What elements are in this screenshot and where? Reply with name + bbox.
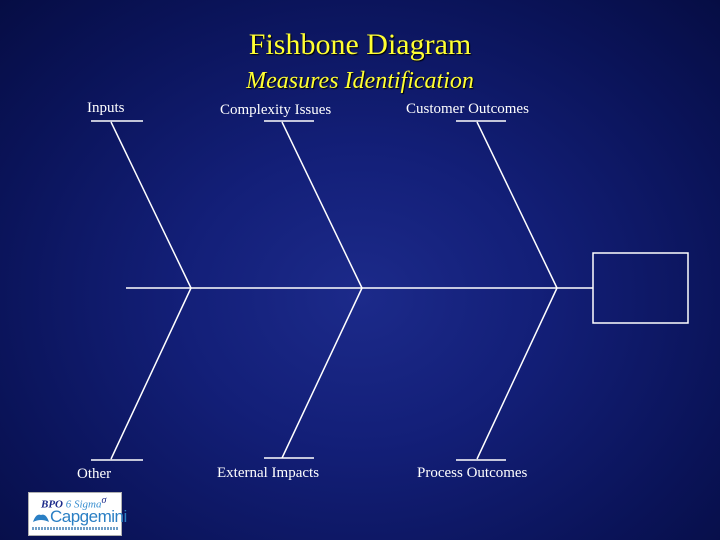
category-label-complexity-issues: Complexity Issues — [220, 102, 332, 118]
slide-title: Fishbone Diagram — [248, 28, 472, 61]
bone-complexity-issues — [281, 121, 363, 289]
effect-box — [592, 252, 689, 324]
bone-inputs — [110, 121, 192, 289]
logo-tagline-strip — [32, 527, 118, 530]
category-label-external-impacts: External Impacts — [217, 465, 320, 481]
logo-company-name: Capgemini — [50, 507, 127, 526]
bone-other — [110, 287, 192, 460]
category-label-process-outcomes: Process Outcomes — [417, 465, 528, 481]
category-label-customer-outcomes: Customer Outcomes — [406, 101, 529, 117]
slide-subtitle: Measures Identification — [246, 68, 474, 94]
category-label-inputs: Inputs — [87, 100, 125, 116]
bone-customer-outcomes — [476, 121, 558, 289]
category-label-other: Other — [77, 466, 112, 482]
bone-external-impacts — [281, 287, 363, 459]
logo-bpo-six-sigma-text: BPO 6 Sigmaσ — [41, 495, 107, 511]
capgemini-spade-icon — [33, 514, 49, 522]
bone-process-outcomes — [476, 287, 558, 460]
capgemini-bpo-six-sigma-logo: BPO 6 Sigmaσ Capgemini — [28, 492, 127, 536]
